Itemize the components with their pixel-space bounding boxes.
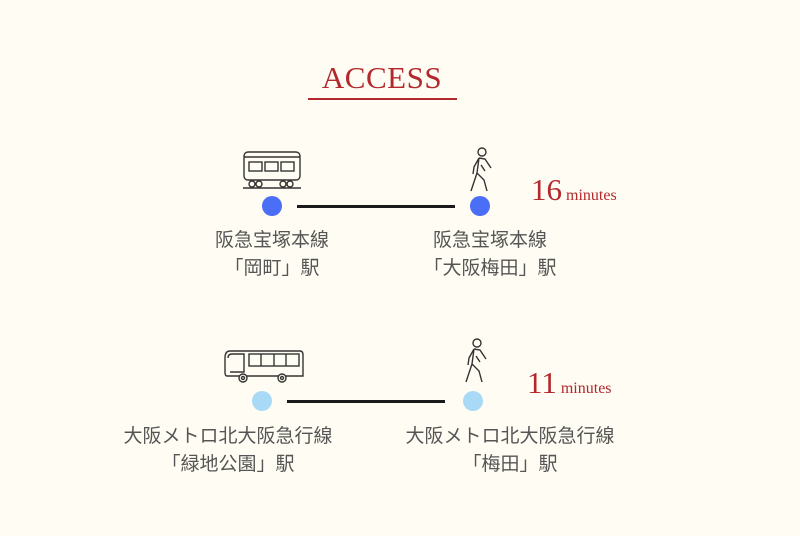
duration-value: 16: [531, 172, 562, 207]
destination-station-dot: [463, 391, 483, 411]
walking-person-icon: [465, 338, 487, 383]
route-line: [287, 400, 445, 403]
line-name: 大阪メトロ北大阪急行線: [123, 425, 333, 447]
duration-unit: minutes: [560, 380, 612, 397]
destination-station-dot: [470, 196, 490, 216]
walking-person-icon: [470, 147, 492, 192]
line-name: 大阪メトロ北大阪急行線: [405, 425, 615, 447]
station-name: 「岡町」駅: [224, 257, 320, 279]
duration-value: 11: [527, 365, 557, 400]
route-line: [297, 205, 455, 208]
train-icon: [243, 151, 301, 189]
line-name: 阪急宝塚本線: [214, 229, 329, 251]
station-name: 「緑地公園」駅: [161, 453, 295, 475]
origin-station-dot: [252, 391, 272, 411]
station-name: 「梅田」駅: [462, 453, 558, 475]
duration-unit: minutes: [566, 187, 617, 204]
destination-station-label: 大阪メトロ北大阪急行線 「梅田」駅: [380, 422, 640, 478]
station-name: 「大阪梅田」駅: [423, 257, 557, 279]
origin-station-dot: [262, 196, 282, 216]
line-name: 阪急宝塚本線: [432, 229, 547, 251]
destination-station-label: 阪急宝塚本線 「大阪梅田」駅: [370, 226, 610, 282]
page-title: ACCESS: [321, 60, 443, 95]
origin-station-label: 大阪メトロ北大阪急行線 「緑地公園」駅: [98, 422, 358, 478]
origin-station-label: 阪急宝塚本線 「岡町」駅: [152, 226, 392, 282]
title-underline: [308, 98, 457, 100]
bus-icon: [224, 350, 304, 383]
